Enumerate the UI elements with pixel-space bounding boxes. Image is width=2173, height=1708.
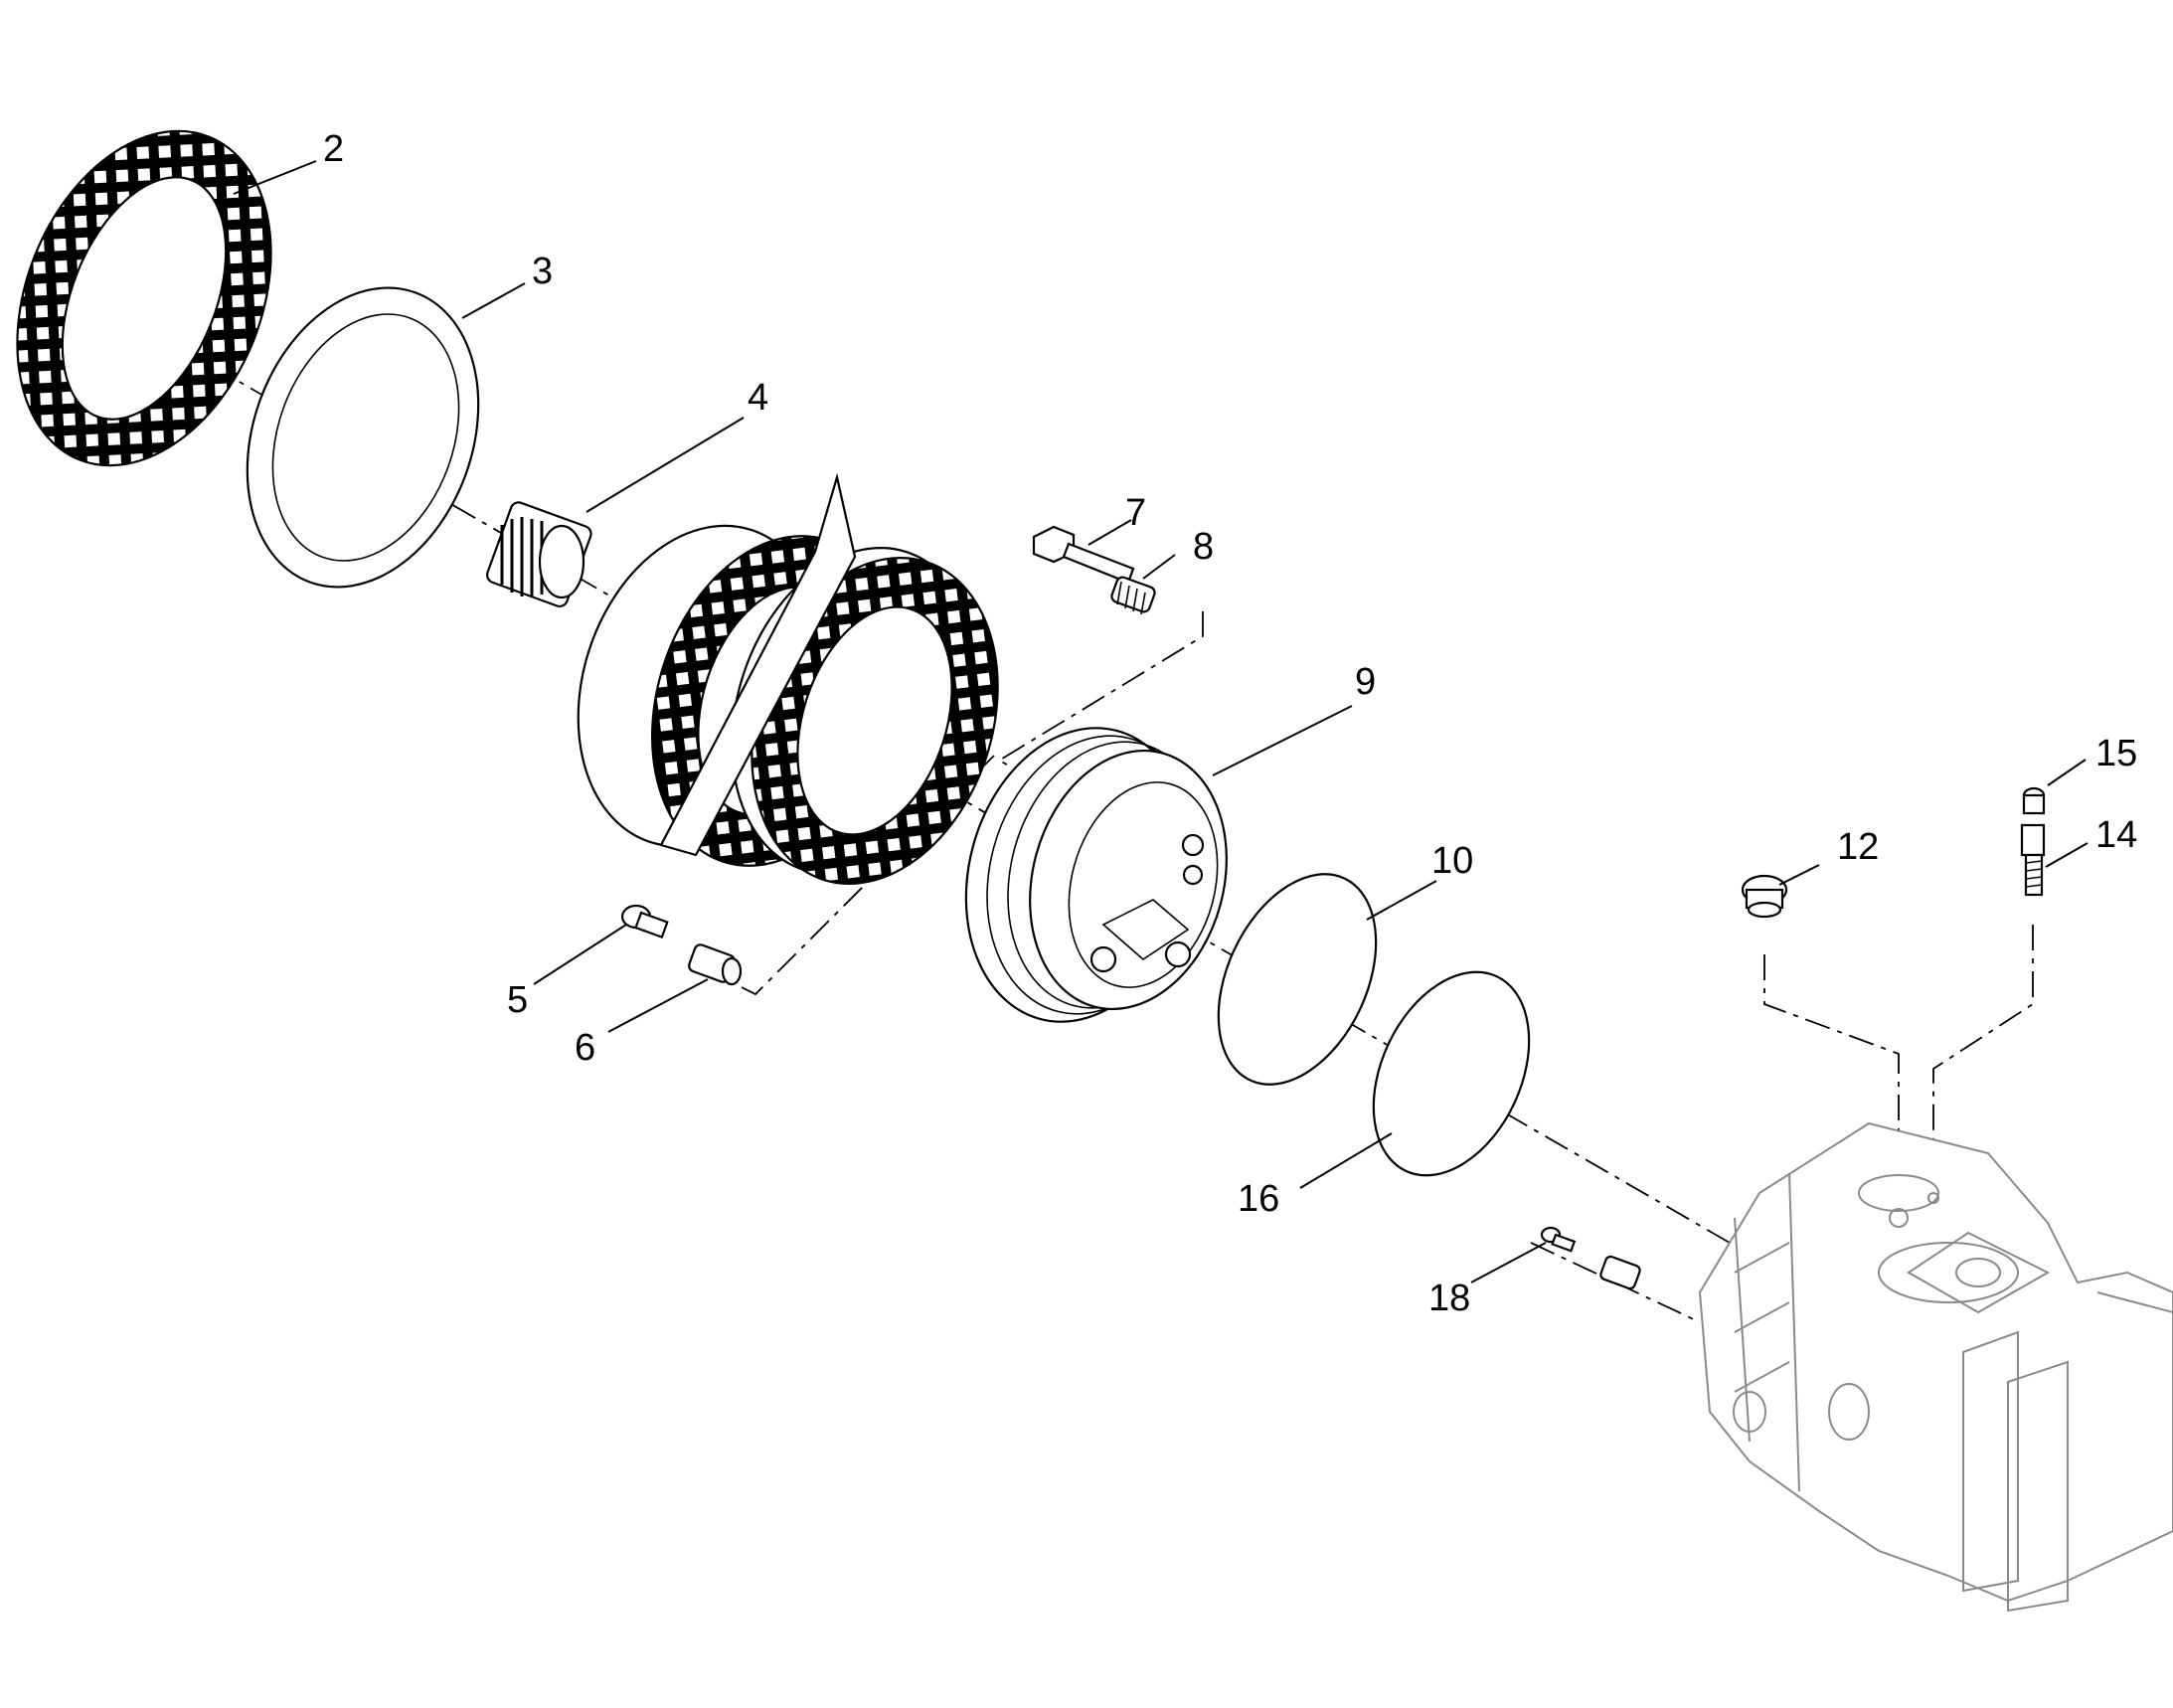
callout-18: 18: [1428, 1278, 1470, 1319]
clutch-pack: [577, 472, 999, 885]
screw-5: [620, 904, 669, 939]
callout-5: 5: [507, 979, 528, 1021]
o-ring-10: [1217, 873, 1378, 1086]
callout-2: 2: [323, 128, 344, 170]
needle-bearing-4: [485, 501, 592, 607]
separator-plate-3: [246, 286, 480, 589]
plug-12: [1741, 874, 1788, 919]
leader-lines: [233, 160, 2089, 1283]
callout-3: 3: [532, 251, 553, 292]
bolt-7: [1032, 525, 1135, 585]
callout-9: 9: [1355, 661, 1376, 703]
callout-6: 6: [575, 1027, 595, 1069]
axle-housing: [1698, 1121, 2173, 1613]
fitting-14: [2020, 823, 2046, 897]
sleeve-6: [688, 943, 743, 986]
piston-housing-9: [964, 727, 1228, 1023]
callout-8: 8: [1193, 526, 1214, 568]
friction-disc-2: [16, 129, 272, 467]
callout-12: 12: [1837, 826, 1879, 868]
callout-14: 14: [2095, 814, 2137, 856]
spring-8: [1110, 576, 1156, 615]
callout-10: 10: [1431, 840, 1473, 882]
callout-labels: 2 3 4 5 6 7 8 9 10 12 14 15 16 18: [323, 128, 2137, 1319]
callout-4: 4: [748, 377, 768, 419]
callout-7: 7: [1125, 492, 1146, 534]
callout-16: 16: [1238, 1178, 1279, 1220]
o-ring-16: [1372, 970, 1531, 1177]
callout-15: 15: [2095, 733, 2137, 774]
screw-18: [1540, 1226, 1641, 1290]
fitting-15: [2022, 786, 2046, 815]
